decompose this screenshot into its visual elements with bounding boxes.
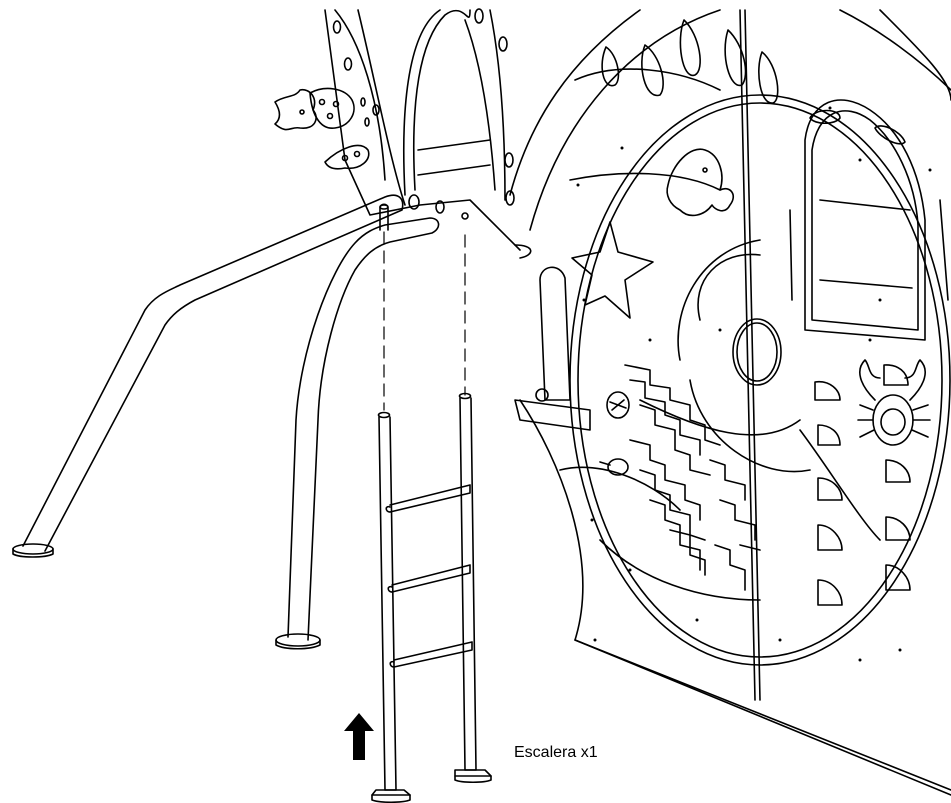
fish-cutout — [666, 148, 735, 217]
maze-holds — [599, 391, 630, 476]
post-tops — [379, 203, 389, 231]
crab-cutout — [857, 359, 931, 446]
back-window — [403, 8, 515, 206]
handhold-cutouts — [814, 364, 911, 606]
back-panel — [324, 9, 521, 251]
star-cutout — [571, 221, 654, 319]
wheel-slots — [601, 19, 906, 145]
climbing-holds — [274, 87, 370, 170]
ladder — [371, 392, 492, 803]
left-rail — [12, 194, 404, 558]
up-arrow-icon — [344, 713, 374, 760]
middle-rail — [275, 217, 440, 650]
ladder-caption: Escalera x1 — [514, 744, 598, 761]
wheel-disk — [559, 68, 951, 666]
maze-panel — [624, 364, 761, 591]
alignment-guides — [383, 231, 466, 411]
rivet-dots — [576, 106, 932, 662]
wheel-panel — [509, 9, 951, 796]
front-window — [789, 99, 949, 341]
side-slot — [514, 266, 591, 431]
